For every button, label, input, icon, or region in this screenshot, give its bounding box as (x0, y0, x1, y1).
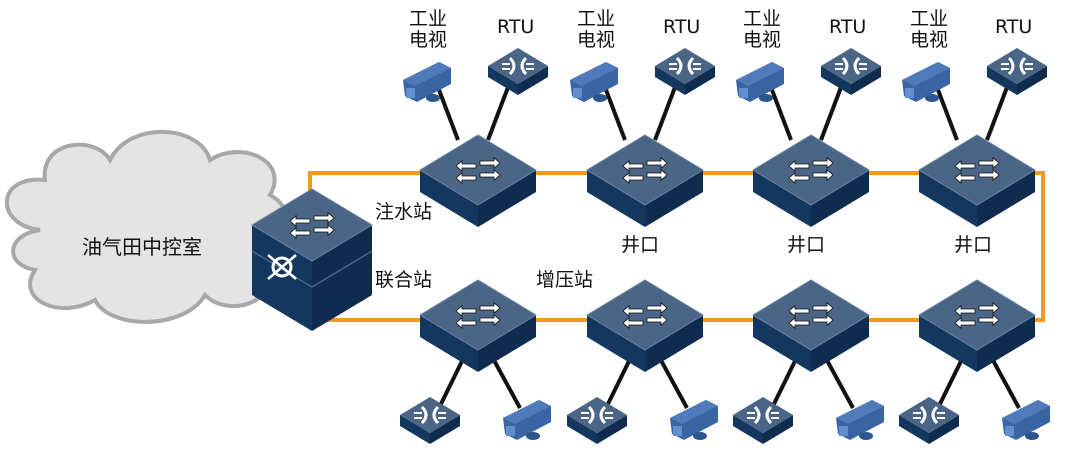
ring-switch-bottom-2-icon (752, 279, 870, 372)
rtu-label-2: RTU (829, 16, 867, 38)
rtu-bottom-2-icon (733, 397, 793, 444)
rtu-top-2-icon (821, 48, 881, 95)
camera-bottom-3-icon (1002, 400, 1050, 440)
station-label-top-0: 注水站 (375, 201, 433, 223)
station-label-bottom-0: 联合站 (375, 269, 433, 291)
station-label-bottom-1: 增压站 (536, 269, 594, 291)
link-camera-bottom-1 (655, 352, 689, 409)
rtu-bottom-0-icon (400, 397, 460, 444)
link-rtu-top-3 (985, 81, 1011, 141)
rtu-bottom-3-icon (899, 397, 959, 444)
rtu-top-3-icon (987, 48, 1047, 95)
link-rtu-top-2 (819, 81, 845, 141)
link-camera-top-1 (601, 81, 627, 141)
link-rtu-top-0 (486, 81, 512, 141)
link-camera-top-3 (933, 81, 959, 141)
ring-switch-top-3-icon (918, 134, 1036, 227)
link-rtu-bottom-0 (436, 352, 468, 411)
link-camera-bottom-0 (488, 352, 522, 409)
ring-switch-top-0-icon (419, 134, 537, 227)
ring-switch-bottom-0-icon (419, 279, 537, 372)
link-rtu-bottom-3 (935, 352, 967, 411)
cloud-icon (4, 129, 291, 324)
camera-label-0: 工业电视 (408, 8, 447, 51)
link-rtu-bottom-1 (603, 352, 635, 411)
camera-bottom-0-icon (503, 400, 551, 440)
rtu-top-0-icon (488, 48, 548, 95)
link-camera-bottom-3 (987, 352, 1021, 409)
camera-top-0-icon (403, 62, 451, 102)
rtu-label-0: RTU (497, 16, 535, 38)
camera-bottom-2-icon (836, 400, 884, 440)
station-label-top-2: 井口 (787, 234, 826, 256)
ring-switch-top-1-icon (586, 134, 704, 227)
link-rtu-bottom-2 (769, 352, 801, 411)
camera-top-3-icon (902, 62, 950, 102)
link-rtu-top-1 (653, 81, 679, 141)
station-label-top-1: 井口 (621, 234, 660, 256)
camera-label-3: 工业电视 (909, 8, 948, 51)
camera-top-2-icon (736, 62, 784, 102)
camera-top-1-icon (570, 62, 618, 102)
access-links (434, 81, 1021, 411)
link-camera-top-2 (767, 81, 793, 141)
rtu-label-1: RTU (663, 16, 701, 38)
rtu-top-1-icon (655, 48, 715, 95)
camera-label-2: 工业电视 (742, 8, 781, 51)
link-camera-bottom-2 (821, 352, 855, 409)
ring-switch-top-2-icon (752, 134, 870, 227)
camera-label-1: 工业电视 (576, 8, 615, 51)
core-switch-icon (251, 188, 373, 331)
rtu-bottom-1-icon (567, 397, 627, 444)
rtu-label-3: RTU (995, 16, 1033, 38)
camera-bottom-1-icon (670, 400, 718, 440)
station-label-top-3: 井口 (954, 234, 993, 256)
ring-switch-bottom-3-icon (918, 279, 1036, 372)
cloud-label: 油气田中控室 (82, 235, 202, 259)
ring-switch-bottom-1-icon (586, 279, 704, 372)
link-camera-top-0 (434, 81, 460, 141)
